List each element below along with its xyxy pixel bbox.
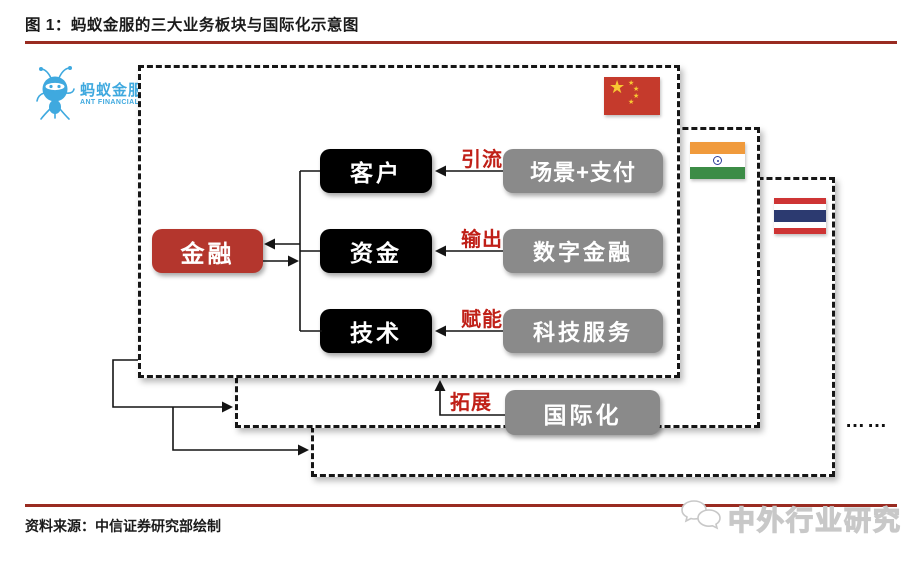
more-countries-ellipsis: ……	[845, 410, 889, 432]
figure-title: 图 1：蚂蚁金服的三大业务板块与国际化示意图	[25, 17, 359, 34]
title-rule	[25, 41, 897, 44]
logo-name: 蚂蚁金服	[80, 82, 145, 100]
node-digital-finance: 数字金融	[503, 229, 663, 273]
ant-icon	[34, 65, 78, 126]
logo-subtitle: ANT FINANCIAL	[80, 99, 140, 107]
logo-text: 蚂蚁金服 ANT FINANCIAL	[80, 83, 144, 106]
china-flag-icon: ★ ★ ★ ★ ★	[604, 77, 660, 115]
watermark: 中外行业研究	[680, 498, 902, 539]
footer-rule	[25, 504, 897, 507]
label-traffic: 引流	[461, 149, 503, 171]
india-flag-icon	[690, 142, 745, 179]
chat-bubbles-icon	[680, 498, 722, 539]
node-scene-payment: 场景+支付	[503, 149, 663, 193]
node-finance: 金融	[152, 229, 263, 273]
node-technology: 技术	[320, 309, 432, 353]
node-tech-services: 科技服务	[503, 309, 663, 353]
node-internationalization: 国际化	[505, 390, 660, 435]
label-empower: 赋能	[461, 309, 503, 331]
label-output: 输出	[461, 229, 503, 251]
source-note: 资料来源：中信证券研究部绘制	[25, 518, 221, 534]
label-expansion: 拓展	[450, 392, 492, 414]
watermark-text: 中外行业研究	[727, 505, 902, 536]
thailand-flag-icon	[774, 198, 826, 234]
node-funds: 资金	[320, 229, 432, 273]
ant-financial-logo: 蚂蚁金服 ANT FINANCIAL	[34, 65, 144, 126]
node-customer: 客户	[320, 149, 432, 193]
